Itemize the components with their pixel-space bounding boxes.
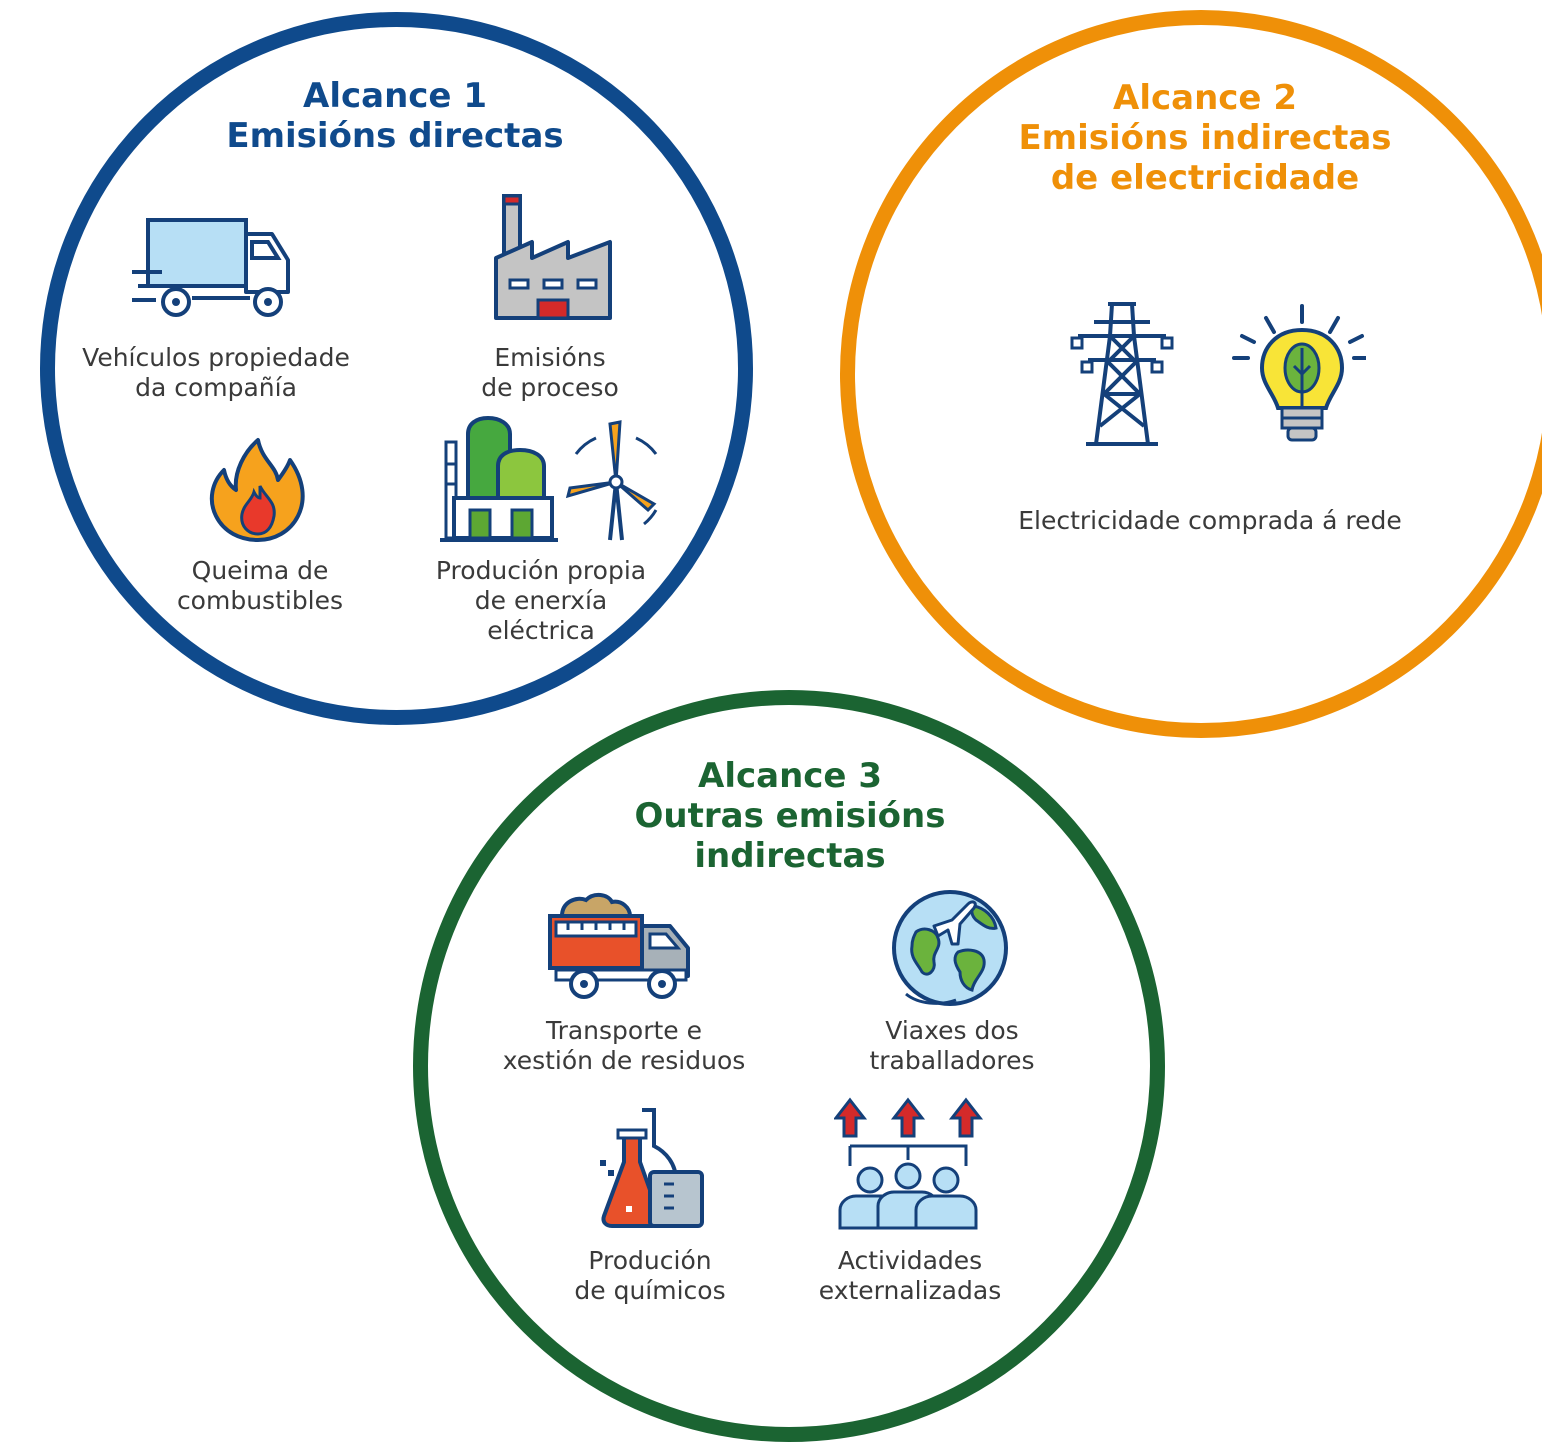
scope-2-title: Alcance 2 Emisións indirectas de electri… (1018, 78, 1392, 198)
scope-1-item-label: Queima de combustibles (176, 556, 344, 615)
dump-truck-icon (548, 893, 690, 999)
outsourced-workers-icon (834, 1097, 984, 1230)
scope-3-item-label: Transporte e xestión de residuos (502, 1016, 746, 1075)
flame-icon (209, 438, 305, 542)
scope-1-item-label: Vehículos propiedade da compañía (82, 343, 350, 402)
factory-icon (494, 194, 612, 320)
scope-1-title: Alcance 1 Emisións directas (226, 76, 564, 156)
truck-icon (132, 218, 290, 317)
scope-1-item-label: Produción propia de enerxía eléctrica (435, 556, 647, 645)
scope-2-item-label: Electricidade comprada á rede (1018, 506, 1402, 535)
globe-plane-icon (892, 890, 1008, 1006)
power-plant-wind-turbine-icon (440, 415, 658, 542)
scope-3-item-label: Actividades externalizadas (818, 1246, 1002, 1305)
scope-3-item-label: Produción de químicos (574, 1246, 726, 1305)
power-tower-lightbulb-icon (1070, 302, 1366, 446)
scope-3-item-label: Viaxes dos traballadores (869, 1016, 1035, 1075)
chemical-flask-icon (600, 1108, 704, 1228)
scope-1-item-label: Emisións de proceso (481, 343, 619, 402)
scope-3-title: Alcance 3 Outras emisións indirectas (634, 756, 946, 876)
